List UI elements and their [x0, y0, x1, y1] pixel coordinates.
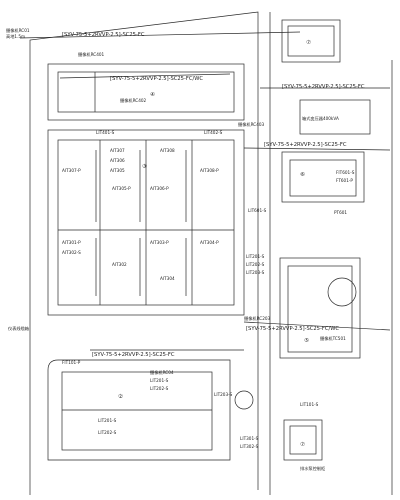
- building-4: [47, 63, 245, 121]
- instrument-tag: AIT306-P: [150, 186, 169, 191]
- cable-route: [19, 31, 301, 39]
- instrument-tag: LIT301-S: [240, 436, 259, 441]
- instrument-tag: LIT201-S: [150, 378, 169, 383]
- tank-small: [234, 390, 254, 410]
- building-6-inner: [289, 159, 357, 197]
- instrument-tag: LIT201-S: [246, 254, 265, 259]
- cable-route: [243, 321, 391, 331]
- cable-label: [SYV-75-5+2RVVP-2.5]-SC25-FC/WC: [110, 76, 203, 82]
- instrument-tag: 摄像机RC01: [6, 27, 30, 34]
- pool-2-inner: [61, 371, 213, 451]
- instrument-tag: AIT307-P: [62, 168, 81, 173]
- section-number: ③: [142, 164, 147, 170]
- instrument-tag: 仪表线缆箱: [8, 325, 29, 332]
- building-7-inner: [289, 425, 317, 455]
- cable-route: [243, 147, 391, 151]
- instrument-tag: 高地1.5m: [6, 33, 25, 40]
- instrument-tag: LIT202-S: [246, 262, 265, 267]
- cable-label: [SYV-75-5+2RVVP-2.5]-SC25-FC: [92, 352, 175, 358]
- instrument-tag: LIT101-S: [300, 402, 319, 407]
- section-number: ⑤: [304, 338, 309, 344]
- instrument-tag: FIT601-S: [336, 170, 355, 175]
- instrument-tag: AIT304: [160, 276, 175, 281]
- instrument-tag: LIT202-S: [98, 430, 117, 435]
- instrument-tag: AIT304-P: [200, 240, 219, 245]
- instrument-tag: 摄像机RC403: [238, 121, 265, 128]
- building-5-inner: [287, 265, 353, 353]
- section-number: ⑦: [300, 441, 305, 448]
- building-9-inner: [287, 25, 335, 57]
- building-7: [283, 419, 323, 461]
- instrument-tag: AIT307: [110, 148, 125, 153]
- instrument-tag: 摄像机RC04: [150, 369, 174, 376]
- instrument-tag: AIT301-P: [62, 240, 81, 245]
- instrument-tag: AIT302: [112, 262, 127, 267]
- instrument-tag: LIT202-S: [150, 386, 169, 391]
- instrument-tag: LIT601-S: [248, 208, 267, 213]
- building-9: [281, 19, 341, 63]
- instrument-tag: 摄像机RC401: [78, 51, 105, 58]
- instrument-tag: LIT401-S: [96, 130, 115, 135]
- instrument-tag: AIT305-P: [112, 186, 131, 191]
- instrument-tag: AIT305: [110, 168, 125, 173]
- instrument-tag: 排水泵控制柜: [300, 465, 325, 472]
- instrument-tag: FIT101-P: [62, 360, 81, 365]
- transformer-room: [299, 99, 371, 135]
- instrument-tag: 摄像机TC501: [320, 335, 346, 342]
- instrument-tag: LIT203-S: [214, 392, 233, 397]
- cable-label: [SYV-75-5+2RVVP-2.5]-SC25-FC: [282, 84, 365, 90]
- section-number: ④: [150, 92, 155, 98]
- cable-route: [59, 73, 231, 79]
- building-4-inner: [57, 71, 235, 113]
- instrument-tag: AIT308-P: [200, 168, 219, 173]
- cable-label: [SYV-75-5+2RVVP-2.5]-SC25-FC: [62, 32, 145, 38]
- pool-2-outline: [47, 359, 231, 461]
- cable-label: [SYV-75-5+2RVVP-2.5]-SC25-FC: [264, 142, 347, 148]
- building-3: [47, 129, 245, 316]
- section-number: ②: [118, 393, 123, 400]
- instrument-tag: LIT302-S: [240, 444, 259, 449]
- instrument-tag: LIT203-S: [246, 270, 265, 275]
- building-5: [279, 257, 361, 359]
- instrument-tag: AIT306: [110, 158, 125, 163]
- instrument-tag: PT601: [334, 210, 347, 215]
- instrument-tag: 摄像机RC203: [244, 315, 271, 322]
- instrument-tag: 摄像机RC402: [120, 97, 147, 104]
- section-number: ⑦: [306, 39, 311, 46]
- building-6: [281, 151, 365, 203]
- instrument-tag: LIT201-S: [98, 418, 117, 423]
- instrument-tag: AIT302-S: [62, 250, 81, 255]
- instrument-tag: AIT303-P: [150, 240, 169, 245]
- instrument-tag: LIT402-S: [204, 130, 223, 135]
- tank-round: [327, 277, 357, 307]
- instrument-tag: AIT308: [160, 148, 175, 153]
- section-number: ⑥: [300, 172, 305, 178]
- cable-label: [SYV-75-5+2RVVP-2.5]-SC25-FC/WC: [246, 326, 339, 332]
- instrument-tag: FT601-P: [336, 178, 353, 183]
- instrument-tag: 箱式变压器400kVA: [302, 115, 339, 122]
- site-boundary: [29, 11, 259, 495]
